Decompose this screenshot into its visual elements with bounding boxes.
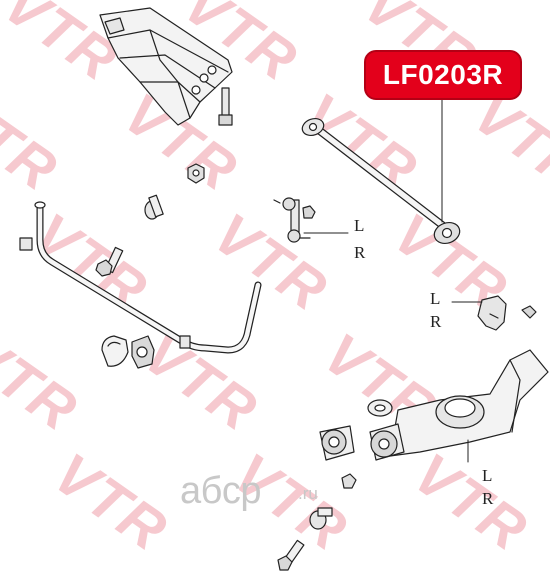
mount-bracket xyxy=(477,295,537,331)
stabilizer-bar xyxy=(19,201,262,354)
lower-arm xyxy=(389,349,549,457)
bolt xyxy=(218,87,233,126)
part-number-badge: LF0203R xyxy=(364,50,522,100)
side-label-right: R xyxy=(482,489,494,508)
bushing xyxy=(319,425,355,461)
brand-tld: .ru xyxy=(298,484,318,503)
bolt xyxy=(277,539,305,571)
brand-logo: aбcp xyxy=(180,470,262,512)
nut xyxy=(187,163,205,184)
side-label-left: L xyxy=(430,289,441,308)
side-label-right: R xyxy=(430,312,442,331)
bolt xyxy=(95,246,124,277)
side-label-left: L xyxy=(482,466,493,485)
nut xyxy=(341,473,357,489)
stabilizer-end-link xyxy=(273,197,316,243)
stabilizer-clamp xyxy=(101,335,129,367)
side-label-right: R xyxy=(354,243,366,262)
trailing-link xyxy=(301,117,461,244)
stabilizer-bushing xyxy=(131,335,155,369)
bushing xyxy=(369,423,405,461)
star-washer xyxy=(367,399,393,417)
washer-bolt xyxy=(144,194,164,220)
side-label-left: L xyxy=(354,216,365,235)
subframe-bracket xyxy=(99,7,233,126)
washer-bolt xyxy=(309,507,333,530)
